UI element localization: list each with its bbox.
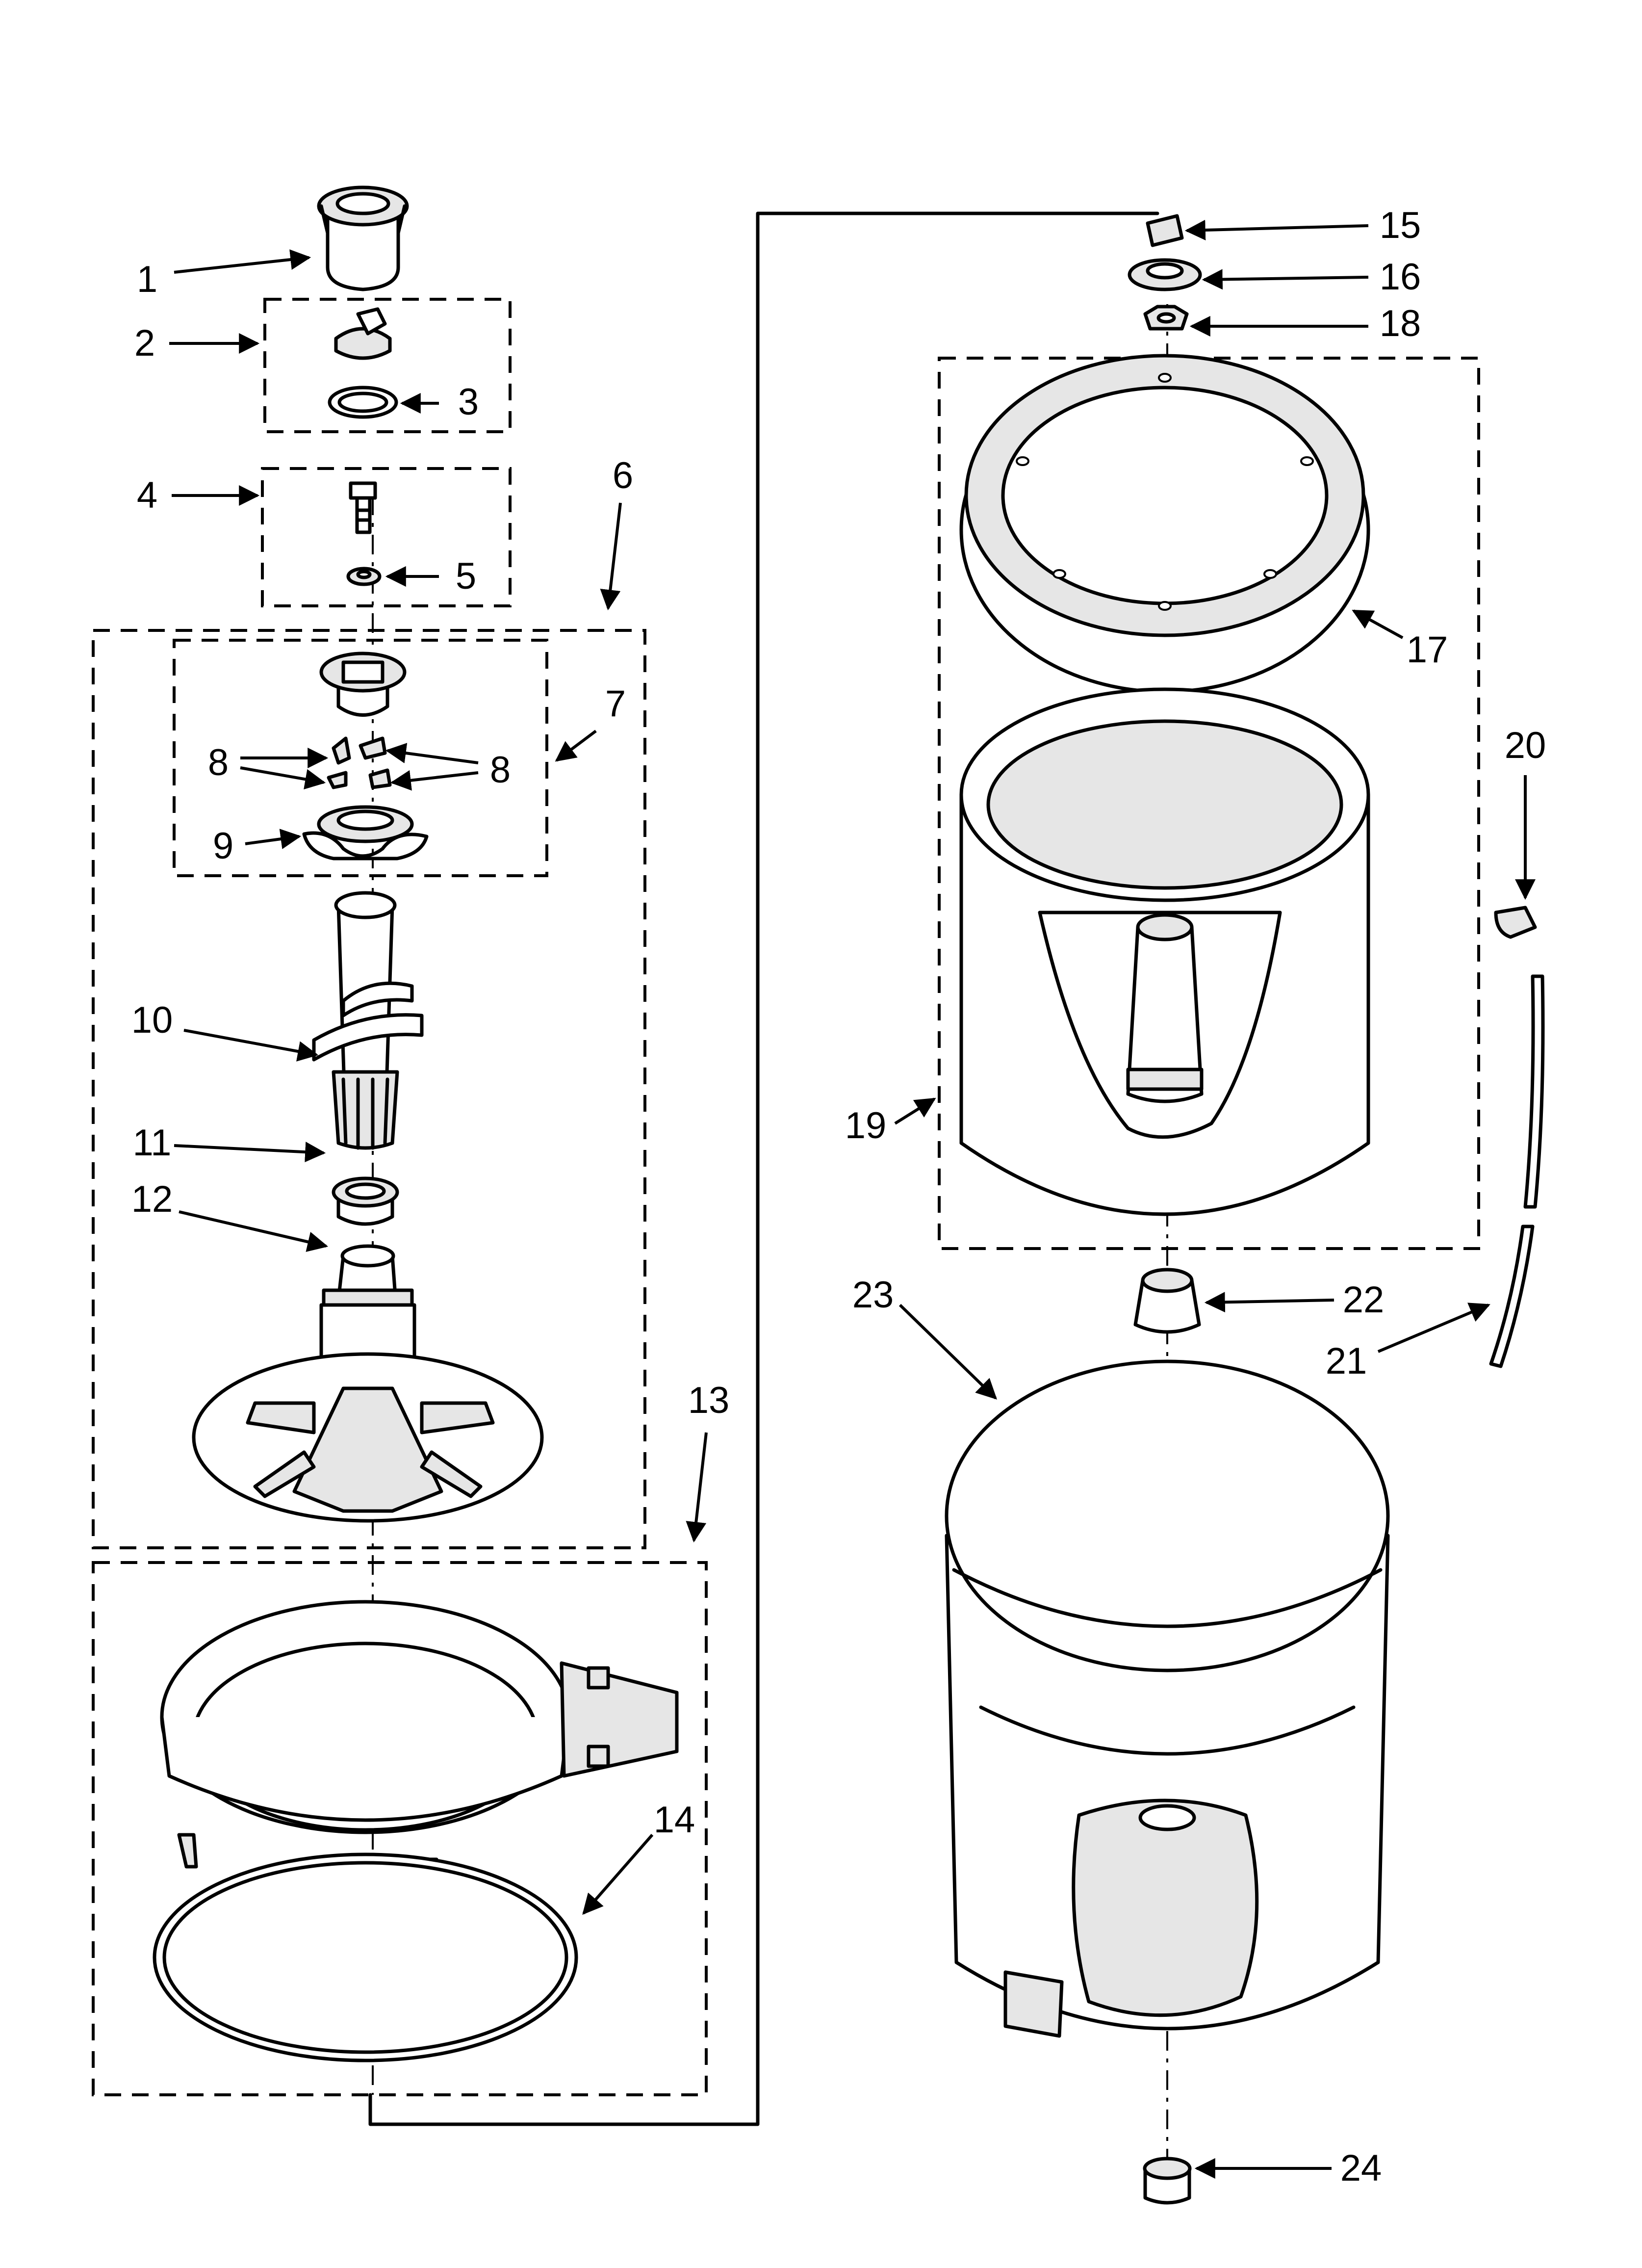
- callout-7: 7: [605, 683, 626, 725]
- callout-10: 10: [131, 999, 173, 1041]
- callout-19: 19: [845, 1105, 887, 1147]
- group-box-4-5: [261, 467, 512, 607]
- part-10-auger: [312, 891, 424, 1150]
- part-12-lower-agitator: [192, 1244, 544, 1523]
- part-2-cap: [334, 307, 392, 360]
- part-9-retainer: [302, 805, 429, 860]
- part-22-drive-bell: [1133, 1268, 1201, 1334]
- group-box-2-3: [263, 298, 512, 433]
- callout-11: 11: [133, 1122, 172, 1164]
- callout-22: 22: [1343, 1279, 1385, 1321]
- part-19-spin-basket: [959, 687, 1370, 1216]
- callout-2: 2: [134, 322, 155, 364]
- part-17-balance-ring: [959, 354, 1370, 694]
- callout-21: 21: [1326, 1340, 1367, 1382]
- callout-15: 15: [1380, 205, 1421, 246]
- callout-5: 5: [456, 555, 476, 597]
- callout-4: 4: [137, 474, 157, 516]
- callout-12: 12: [131, 1178, 173, 1220]
- part-1-dispenser-cup: [317, 185, 409, 291]
- callout-8-left: 8: [208, 742, 229, 783]
- part-21-hose: [1489, 974, 1545, 1368]
- callout-1: 1: [137, 259, 157, 300]
- callout-9: 9: [213, 825, 233, 867]
- group-box-7: [173, 639, 548, 877]
- callout-8-right: 8: [490, 749, 511, 791]
- part-15-clip: [1146, 214, 1184, 247]
- part-24-drain-plug: [1143, 2157, 1192, 2205]
- callout-6: 6: [613, 455, 633, 496]
- part-7-cam: [319, 652, 407, 717]
- callout-23: 23: [852, 1274, 894, 1316]
- part-8-dogs: [327, 736, 392, 789]
- group-box-6: [92, 629, 646, 1549]
- callout-14: 14: [654, 1799, 695, 1841]
- part-11-bearing: [332, 1176, 399, 1226]
- callout-17: 17: [1407, 629, 1448, 671]
- group-box-13: [92, 1561, 708, 2096]
- part-13-tub-ring: [160, 1600, 679, 1896]
- part-18-spanner-nut: [1143, 305, 1189, 331]
- callout-3: 3: [458, 381, 479, 423]
- callout-18: 18: [1380, 303, 1421, 344]
- part-14-seal-ring: [153, 1852, 578, 2062]
- assembly-connector-line: [368, 211, 1159, 2126]
- part-20-clamp: [1494, 906, 1537, 939]
- part-16-nut: [1128, 258, 1202, 291]
- callout-16: 16: [1380, 256, 1421, 298]
- part-4-bolt: [349, 481, 377, 534]
- callout-20: 20: [1505, 725, 1546, 766]
- part-23-outer-tub: [945, 1359, 1390, 2038]
- callout-24: 24: [1340, 2147, 1382, 2189]
- callout-13: 13: [688, 1380, 730, 1421]
